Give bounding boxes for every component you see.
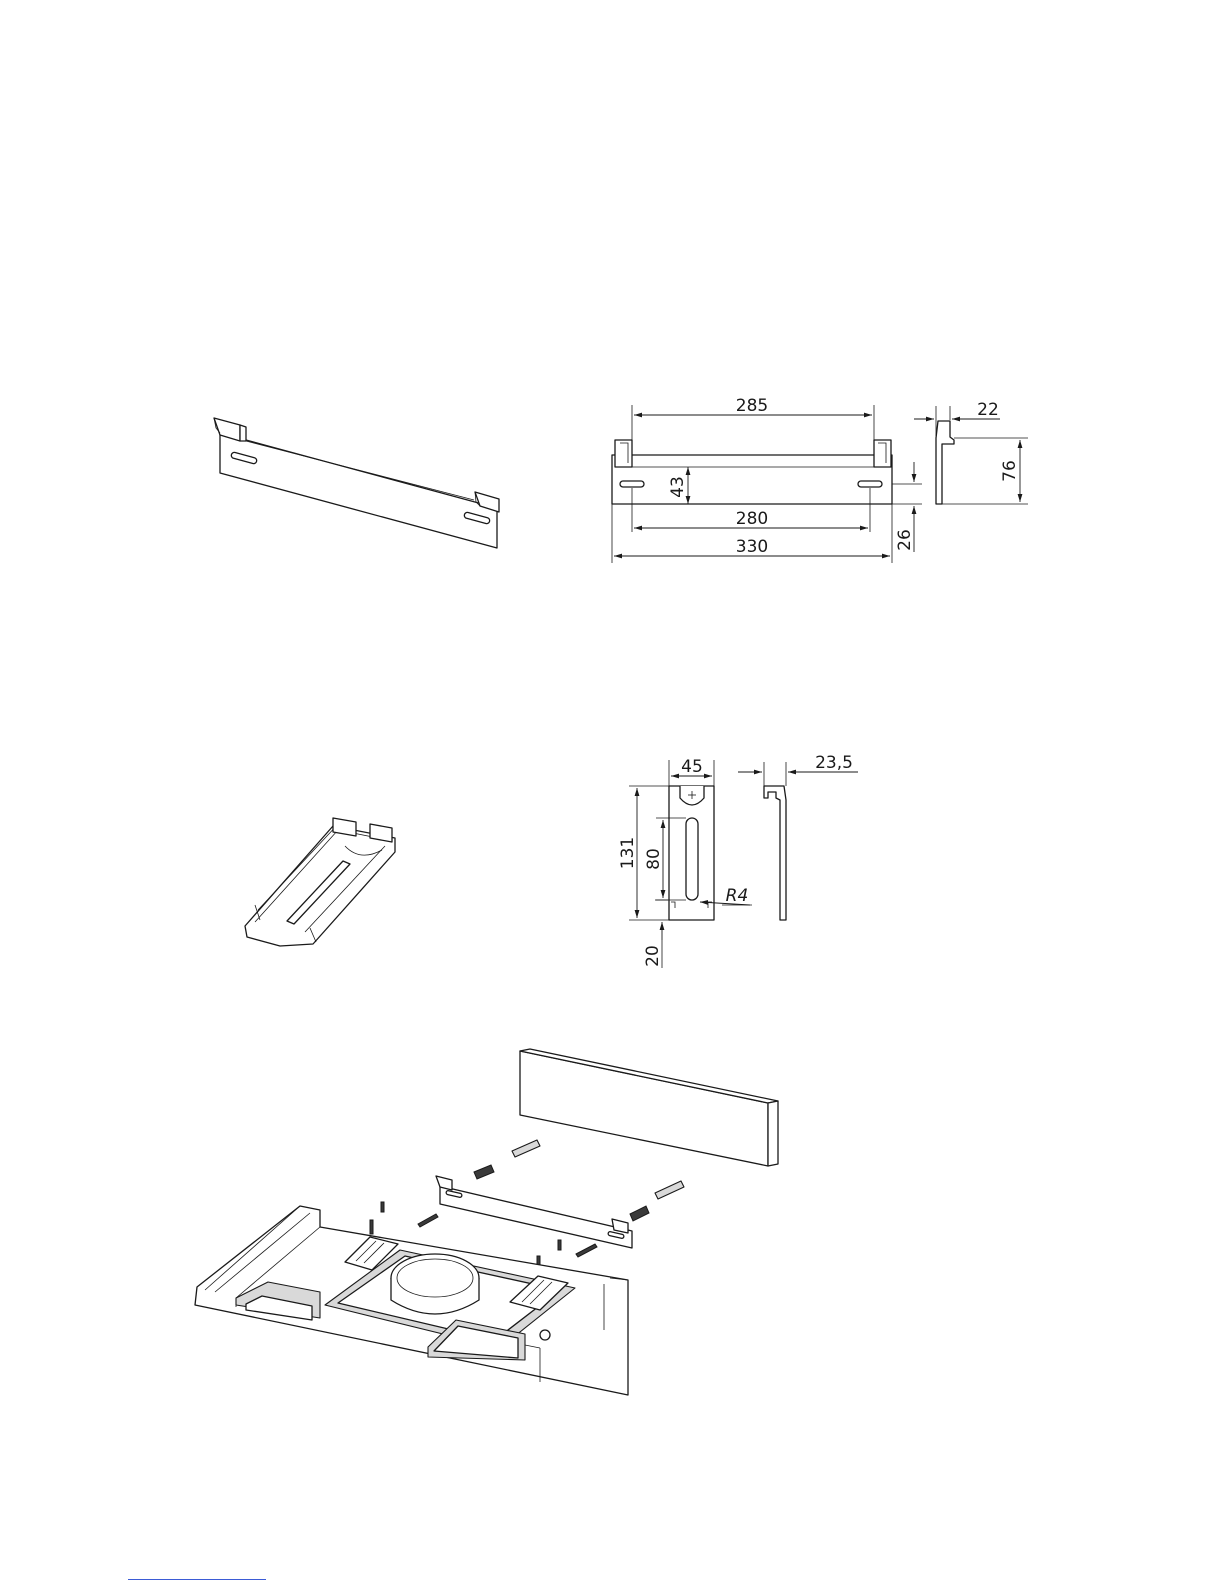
- long-bracket-side-view: 22 76: [914, 400, 1028, 504]
- dim-radius: R4: [726, 886, 749, 906]
- dim-slot-offset: 26: [895, 529, 915, 551]
- assembly-drawing: [195, 1049, 778, 1395]
- short-bracket-side-view: 23,5: [738, 753, 858, 920]
- long-bracket-isometric: [214, 418, 499, 548]
- dim-side-flange: 22: [977, 400, 999, 420]
- dim-bottom-offset: 20: [643, 945, 663, 967]
- long-bracket-front-view: 285 43 280 330 26: [612, 396, 922, 563]
- short-bracket-front-view: 45 131 80 R4 20: [618, 757, 752, 968]
- dim-width: 45: [681, 757, 703, 777]
- front-panel: [520, 1049, 778, 1166]
- dim-depth: 23,5: [815, 753, 853, 773]
- dim-overall-width: 330: [736, 537, 768, 557]
- hood-body: [195, 1206, 628, 1395]
- dim-slot-length: 80: [644, 848, 664, 870]
- footer-link-underline: [128, 1579, 266, 1580]
- dim-top-width: 285: [736, 396, 768, 416]
- dim-slot-spacing: 280: [736, 509, 768, 529]
- dim-length: 131: [618, 837, 638, 869]
- dim-slot-height: 43: [668, 476, 688, 498]
- short-bracket-isometric: [245, 818, 395, 946]
- long-bracket-assembly: [436, 1176, 632, 1248]
- dim-height-total: 76: [1000, 460, 1020, 482]
